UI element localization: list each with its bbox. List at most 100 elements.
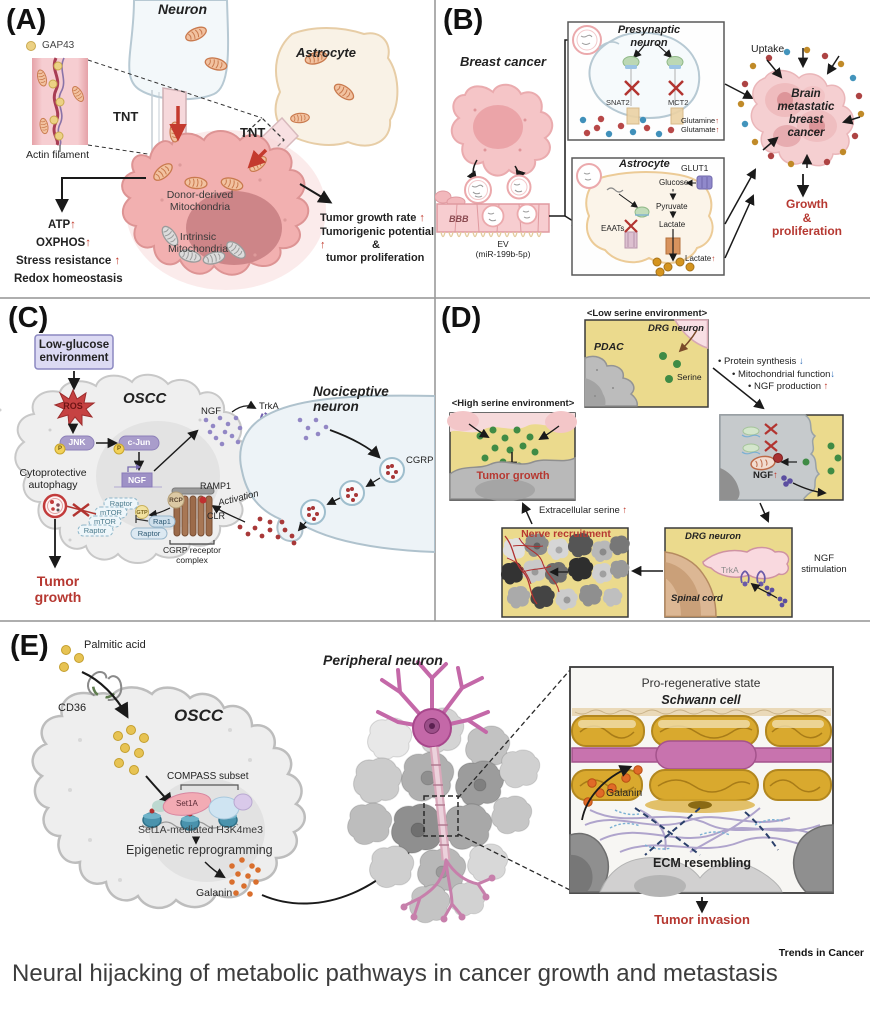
- schwann-cell-label: Schwann cell: [661, 693, 741, 707]
- oscc-label: OSCC: [123, 390, 167, 407]
- panel-c: (C) Low-glucose environment OSCC ROS JNK…: [0, 300, 435, 620]
- panel-b-graphic: [435, 21, 865, 277]
- ngf-dots: [203, 415, 243, 447]
- panel-d-graphic: [447, 319, 844, 618]
- oscc-cell-e: [31, 686, 306, 909]
- phospho-icon: [113, 443, 125, 455]
- zoom-region-box: [423, 795, 459, 837]
- arrow-to-outcomes: [299, 183, 333, 204]
- galanin-dots: [229, 857, 261, 897]
- rcp-label: RCP: [169, 497, 183, 504]
- low-serine-label: <Low serine environment>: [586, 308, 708, 319]
- receptor-icon: [622, 56, 640, 69]
- presynaptic-box: [567, 21, 725, 141]
- cgrp-vesicle: [339, 480, 365, 506]
- nociceptive-label: Nociceptive neuron: [313, 384, 389, 415]
- gtp-label: GTP: [136, 509, 148, 516]
- figure-caption: Neural hijacking of metabolic pathways i…: [12, 960, 778, 987]
- metabolite-dots: [737, 46, 865, 168]
- snat2-label: SNAT2: [606, 98, 630, 107]
- panel-d: (D) <Low serine environment> DRG neuron …: [435, 300, 870, 620]
- blocked-icon: [624, 219, 638, 233]
- ros-label: ROS: [63, 401, 83, 411]
- growth-rate-label: Tumor growth rate ↑: [320, 212, 425, 224]
- actin-inset: [32, 57, 263, 171]
- panel-a-graphic: [26, 0, 399, 290]
- arrow-to-effects: [55, 177, 146, 213]
- set1a-label: Set1A: [176, 799, 198, 808]
- rap1-label: Rap1: [153, 517, 171, 526]
- blocked-icon: [764, 440, 778, 452]
- up-arrow-icon: ↑: [114, 255, 121, 267]
- ribosome-icon: [634, 206, 650, 218]
- cjun-label: c-Jun: [127, 437, 151, 447]
- up-arrow-icon: ↑: [711, 254, 716, 263]
- compass-complex: [141, 784, 253, 831]
- actin-filament-label: Actin filament: [26, 149, 90, 161]
- glutamate-label: Glutamate↑: [681, 125, 720, 134]
- ngf-label: NGF: [201, 406, 222, 417]
- galanin-dots-2: [583, 765, 643, 807]
- neuron-stress-box: [719, 414, 844, 501]
- ramp1-label: RAMP1: [200, 481, 232, 491]
- internalized-lipid-dots: [113, 725, 149, 775]
- glut1-transporter-icon: [696, 175, 713, 190]
- tnt-label-right: TNT: [240, 125, 266, 140]
- up-arrow-icon: ↑: [419, 212, 425, 224]
- extracellular-vesicles: [464, 174, 532, 204]
- set1a-blob: [162, 792, 212, 816]
- palmitic-acid-dots: [59, 645, 84, 672]
- ecm-fibers: [584, 807, 826, 856]
- eaats-label: EAATs: [601, 224, 625, 233]
- nerve-recruitment-box: [500, 527, 630, 618]
- up-arrow-icon: ↑: [715, 116, 719, 125]
- clr-label: CLR: [207, 511, 226, 521]
- glutamine-glutamate-dots: [579, 115, 675, 138]
- neuron-label: Neuron: [158, 1, 207, 17]
- drg-neuron-label: DRG neuron: [648, 323, 704, 334]
- tumor-growth-label: Tumor growth: [34, 573, 82, 605]
- high-serine-label: <High serine environment>: [451, 398, 575, 409]
- nucleosome-icon: [142, 808, 162, 828]
- bullet-ngf-production: • NGF production ↑: [748, 381, 829, 392]
- red-arrow-icon: [247, 148, 268, 169]
- bullet-icon: •: [732, 369, 736, 380]
- panel-c-graphic: [0, 334, 435, 569]
- ngf-stimulation-label: NGF stimulation: [801, 553, 847, 575]
- cgrp-receptor-complex: [167, 487, 215, 545]
- bullet-mito-function: • Mitochondrial function↓: [732, 369, 836, 380]
- ngf-gene-label: NGF: [128, 475, 146, 485]
- astrocyte-label: Astrocyte: [296, 45, 356, 60]
- peripheral-neuron-label: Peripheral neuron: [323, 652, 443, 668]
- cgrp-ligand-dot: [199, 496, 207, 504]
- up-arrow-icon: ↑: [85, 237, 91, 249]
- pyruvate-label: Pyruvate: [656, 202, 688, 211]
- drg-neuron2-label: DRG neuron: [685, 531, 741, 542]
- gtp-icon: [135, 505, 149, 519]
- schwann-axon: [571, 740, 832, 770]
- brain-met-label: Brain metastatic breast cancer: [777, 88, 835, 140]
- gap43-icon: [26, 41, 36, 51]
- myelin-top: [571, 708, 832, 747]
- schwann-zoom-box: [569, 666, 834, 897]
- astrocyte-box-label: Astrocyte: [619, 158, 670, 170]
- breast-cancer-label: Breast cancer: [460, 54, 546, 69]
- drg-spinal-box: [664, 527, 793, 618]
- receptor-icon: [666, 56, 684, 69]
- panel-b: (B) Breast cancer Presynaptic neuron SNA…: [435, 0, 870, 300]
- blocked-icon: [624, 80, 640, 96]
- glut1-label: GLUT1: [681, 163, 709, 173]
- intrinsic-mito-label: Intrinsic Mitochondria: [167, 231, 229, 255]
- cgrp-label: CGRP: [406, 455, 434, 466]
- cgrp-vesicle: [300, 499, 326, 525]
- presynaptic-label: Presynaptic neuron: [617, 24, 681, 49]
- blocked-icon: [668, 80, 684, 96]
- glutamine-label: Glutamine↑: [681, 116, 719, 125]
- blood-brain-barrier: [435, 190, 550, 238]
- donor-mito-label: Donor-derived Mitochondria: [166, 189, 234, 213]
- tumorigenic-label: Tumorigenic potential ↑: [320, 226, 435, 251]
- spinal-cord-label: Spinal cord: [671, 593, 723, 604]
- autophagosome-icon: [42, 493, 68, 519]
- panel-a-letter: (A): [6, 4, 47, 36]
